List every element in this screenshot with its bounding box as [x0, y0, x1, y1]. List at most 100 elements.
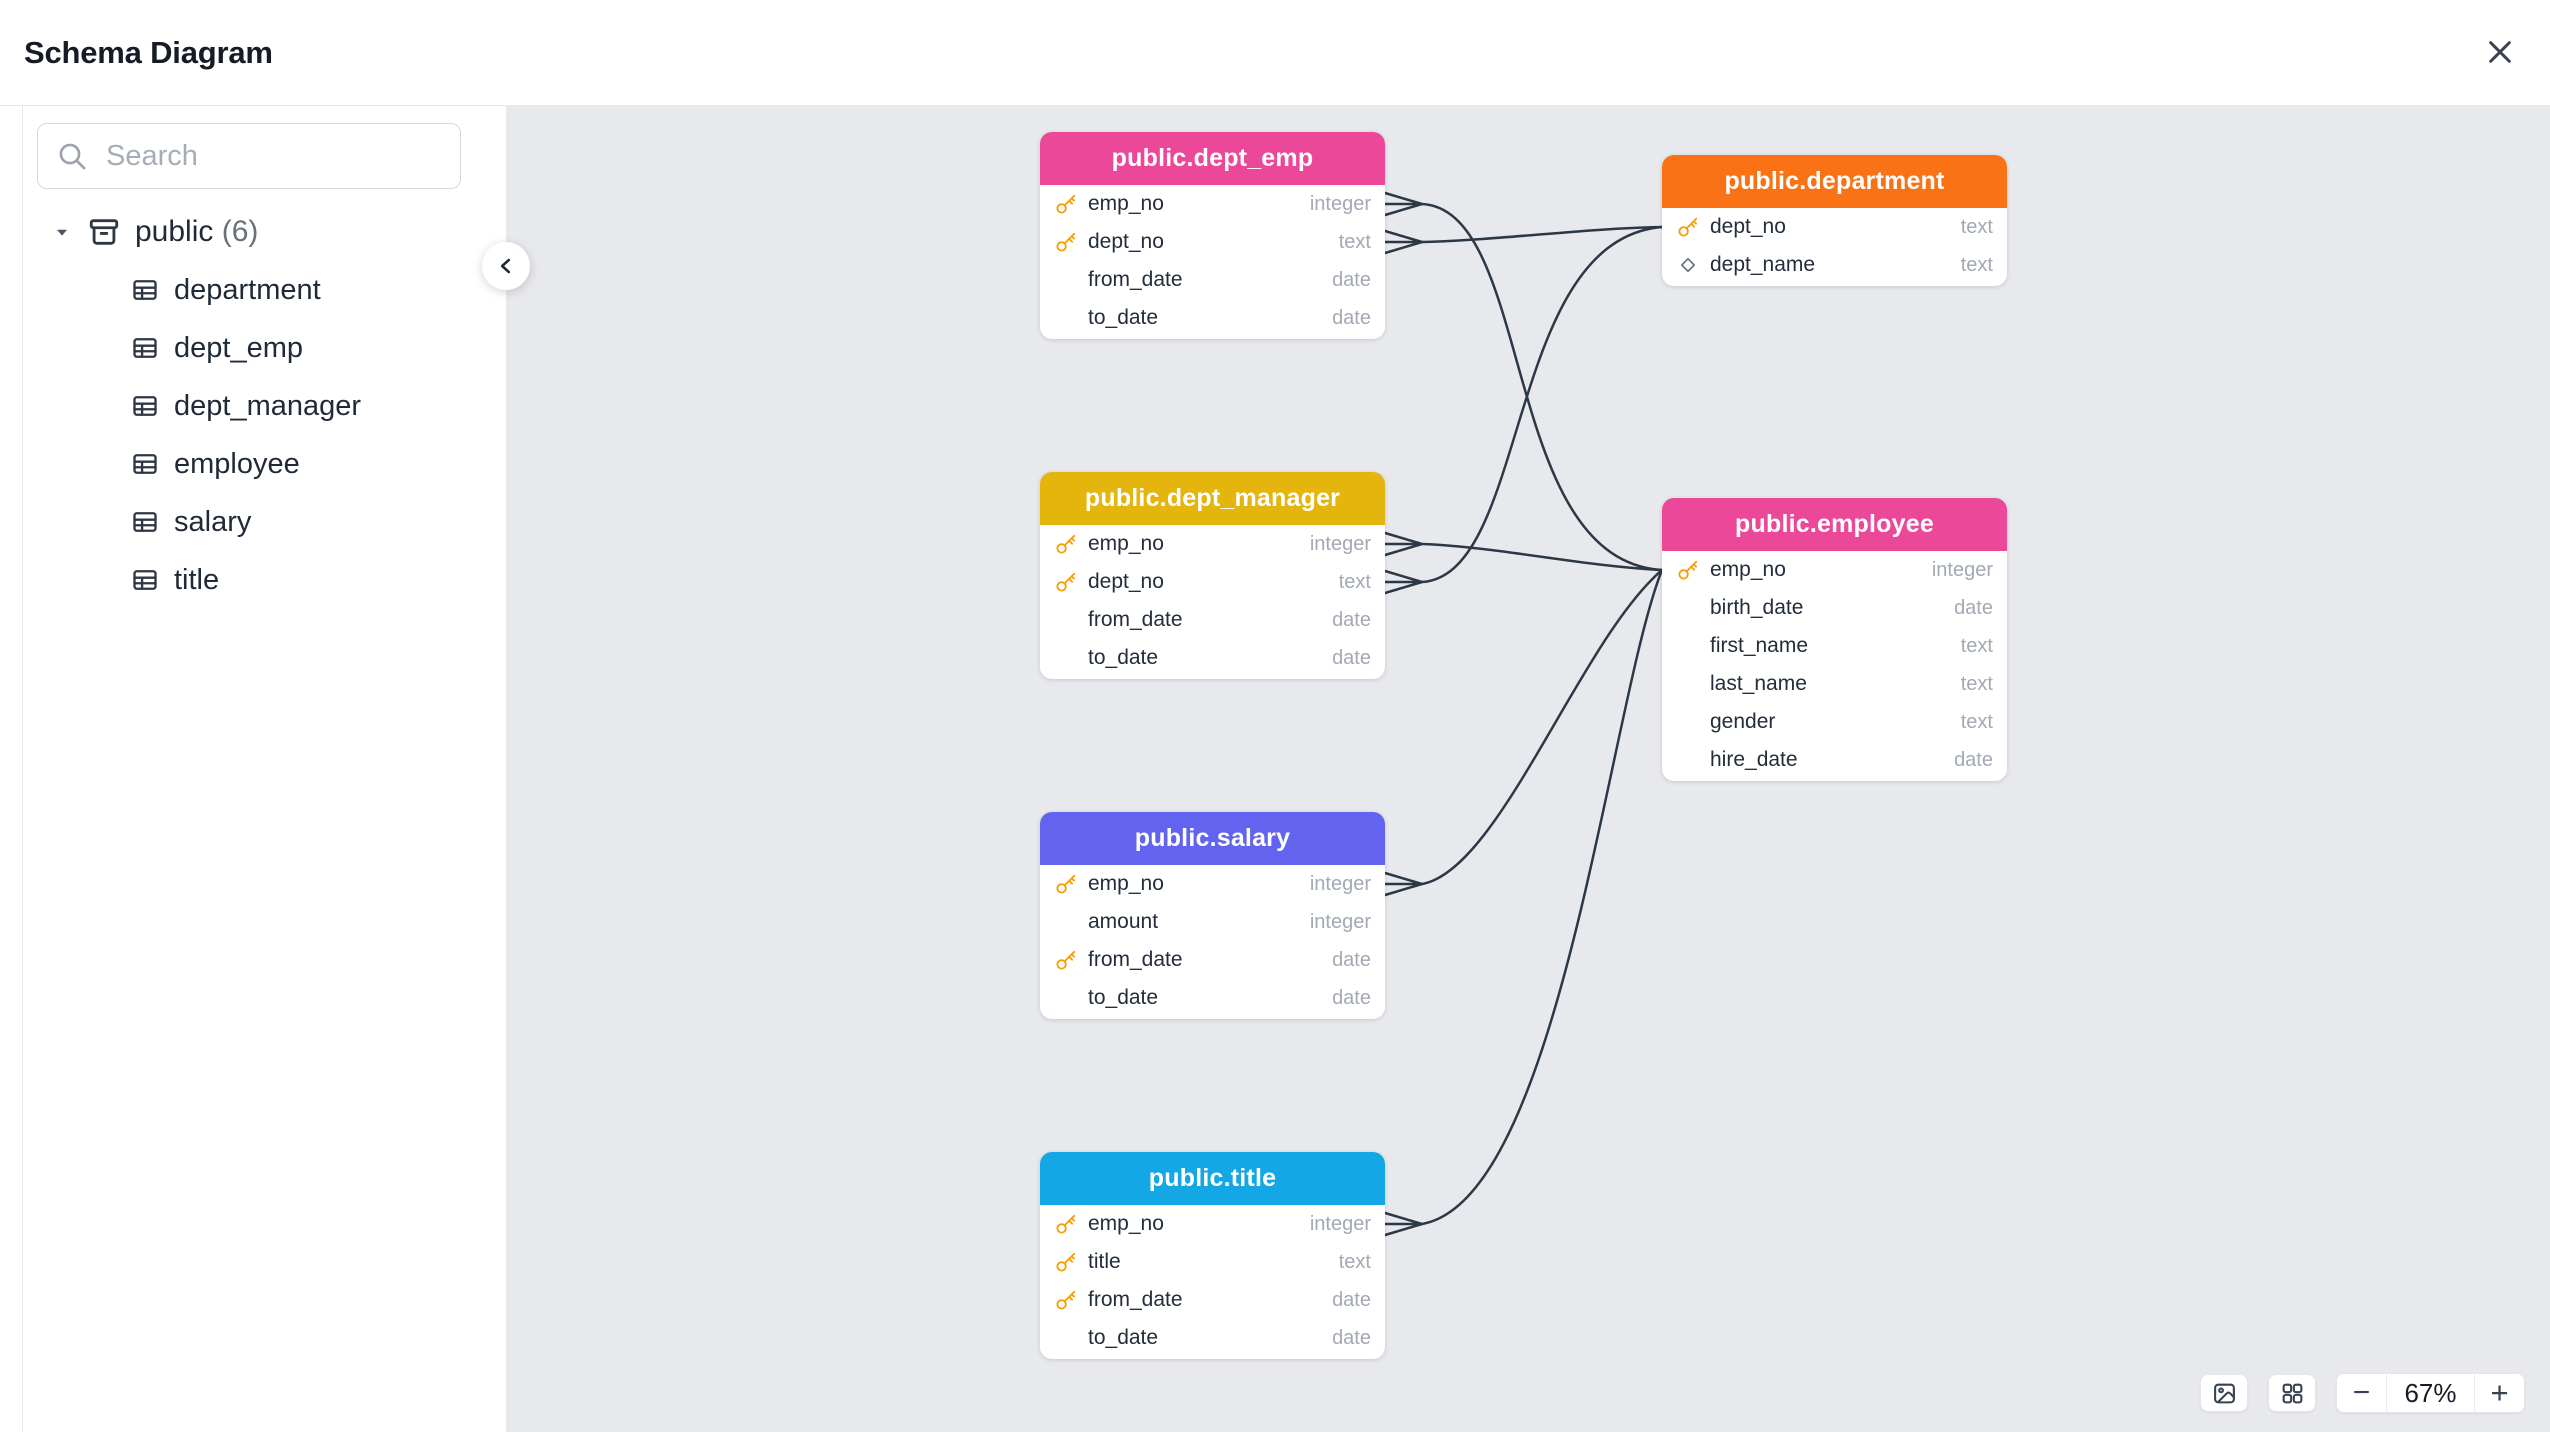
table-card-dept-emp[interactable]: public.dept_emp emp_no integer dept_no tex… [1040, 132, 1385, 339]
sidebar-item-employee[interactable]: employee [23, 435, 506, 493]
search-icon [56, 140, 88, 172]
key-icon [1055, 231, 1077, 253]
column-type: integer [1309, 1212, 1371, 1235]
key-icon [1055, 873, 1077, 895]
column-name: emp_no [1088, 532, 1164, 555]
column-type: text [1960, 215, 1993, 238]
search-box [37, 123, 461, 189]
sidebar: public (6) department dept_emp dept_mana… [22, 105, 506, 1432]
table-icon [131, 450, 159, 478]
key-icon [1055, 1251, 1077, 1273]
column-type: integer [1309, 910, 1371, 933]
sidebar-item-dept-emp[interactable]: dept_emp [23, 319, 506, 377]
sidebar-item-label: salary [174, 505, 252, 538]
key-icon [1677, 559, 1699, 581]
column-type: integer [1309, 872, 1371, 895]
zoom-controls: − 67% + [2336, 1373, 2525, 1413]
export-image-button[interactable] [2200, 1374, 2248, 1412]
sidebar-item-salary[interactable]: salary [23, 493, 506, 551]
image-icon [2212, 1381, 2237, 1406]
schema-name: public [135, 215, 214, 248]
column-type: integer [1309, 192, 1371, 215]
table-icon [131, 276, 159, 304]
sidebar-item-department[interactable]: department [23, 261, 506, 319]
column-type: date [1332, 986, 1371, 1009]
diamond-icon [1677, 254, 1699, 276]
sidebar-item-title[interactable]: title [23, 551, 506, 609]
column-name: emp_no [1088, 192, 1164, 215]
zoom-out-button[interactable]: − [2337, 1374, 2387, 1412]
column-name: to_date [1088, 1326, 1159, 1349]
auto-layout-button[interactable] [2268, 1374, 2316, 1412]
sidebar-item-label: dept_manager [174, 389, 362, 422]
sidebar-item-label: dept_emp [174, 331, 303, 364]
table-card-header[interactable]: public.dept_emp [1040, 132, 1385, 185]
table-card-header[interactable]: public.employee [1662, 498, 2007, 551]
grid-icon [2280, 1381, 2305, 1406]
table-card-header[interactable]: public.department [1662, 155, 2007, 208]
column-type: date [1332, 948, 1371, 971]
table-card-header[interactable]: public.dept_manager [1040, 472, 1385, 525]
column-name: amount [1088, 910, 1159, 933]
table-card-header[interactable]: public.title [1040, 1152, 1385, 1205]
key-icon [1055, 949, 1077, 971]
table-icon [131, 566, 159, 594]
column-type: date [1954, 596, 1993, 619]
table-icon [131, 334, 159, 362]
close-button[interactable] [2476, 28, 2524, 76]
key-icon [1677, 216, 1699, 238]
column-type: text [1338, 230, 1371, 253]
table-icon [131, 392, 159, 420]
zoom-in-button[interactable]: + [2474, 1374, 2524, 1412]
column-row: gender text [1662, 703, 2007, 741]
table-card-header[interactable]: public.salary [1040, 812, 1385, 865]
sidebar-item-dept-manager[interactable]: dept_manager [23, 377, 506, 435]
column-type: text [1960, 710, 1993, 733]
column-name: to_date [1088, 646, 1159, 669]
zoom-level[interactable]: 67% [2387, 1374, 2474, 1412]
schema-tree: public (6) department dept_emp dept_mana… [23, 203, 506, 609]
search-input[interactable] [104, 138, 448, 174]
close-icon [2484, 36, 2516, 68]
column-name: dept_name [1710, 253, 1816, 276]
diagram-canvas[interactable] [505, 105, 2550, 1432]
key-icon [1055, 533, 1077, 555]
chevron-left-icon [493, 253, 519, 279]
tree-item-schema-public[interactable]: public (6) [23, 203, 506, 261]
header: Schema Diagram [0, 0, 2550, 106]
archive-icon [87, 215, 121, 249]
column-name: gender [1710, 710, 1776, 733]
column-name: dept_no [1088, 230, 1164, 253]
column-type: integer [1931, 558, 1993, 581]
sidebar-collapse-button[interactable] [482, 242, 530, 290]
column-row: dept_no text [1040, 223, 1385, 261]
column-type: date [1332, 306, 1371, 329]
key-icon [1055, 1289, 1077, 1311]
column-name: last_name [1710, 672, 1807, 695]
caret-down-icon[interactable] [51, 221, 73, 243]
canvas-toolbar: − 67% + [2200, 1373, 2525, 1413]
column-type: text [1338, 570, 1371, 593]
